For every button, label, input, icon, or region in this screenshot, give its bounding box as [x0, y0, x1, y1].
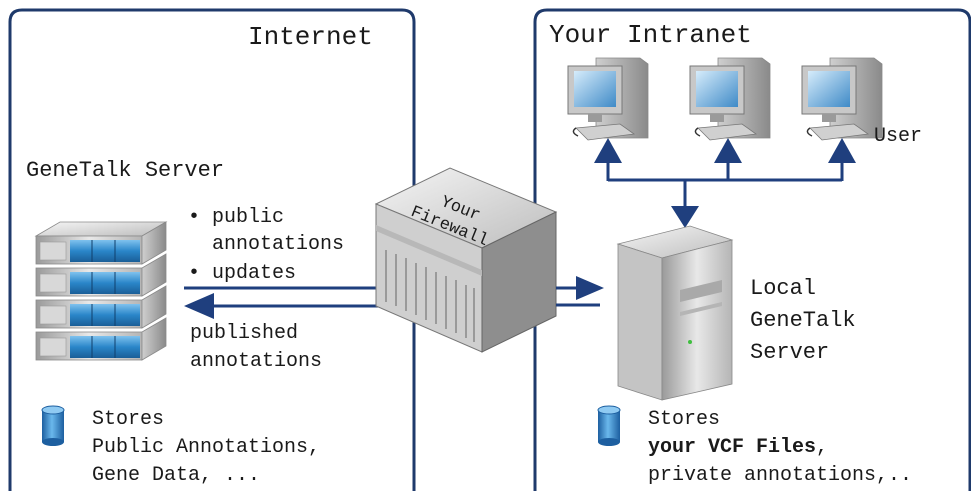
firewall-box-icon [374, 167, 558, 353]
genetalk-server-label: GeneTalk Server [26, 158, 224, 183]
database-icon [41, 405, 65, 446]
intranet-stores-title: Stores [648, 408, 720, 431]
workstation-icon [689, 57, 771, 141]
intranet-stores-line3: private annotations,.. [648, 464, 912, 487]
internet-title: Internet [248, 22, 373, 52]
intranet-stores-bold: your VCF Files [648, 436, 816, 459]
server-rack-icon [34, 221, 168, 361]
workstation-icon [801, 57, 883, 141]
intranet-stores-comma: , [816, 436, 828, 459]
bullet-annotations: annotations [212, 233, 344, 256]
local-server-label-3: Server [750, 340, 829, 365]
local-server-label-1: Local [750, 276, 816, 301]
internet-stores-line3: Gene Data, ... [92, 464, 260, 487]
tower-server-icon [616, 225, 734, 401]
intranet-stores-line2: your VCF Files, [648, 436, 828, 459]
published-label-1: published [190, 322, 298, 345]
database-icon [597, 405, 621, 446]
bullet-public: public [212, 206, 284, 229]
publish-arrow [184, 286, 388, 319]
published-label-2: annotations [190, 350, 322, 373]
bullet-dot-2: • [188, 262, 200, 285]
workstation-icon [567, 57, 649, 141]
intranet-title: Your Intranet [549, 20, 752, 50]
internet-stores-title: Stores [92, 408, 164, 431]
intranet-frame [533, 8, 971, 491]
bullet-updates: updates [212, 262, 296, 285]
internet-stores-line2: Public Annotations, [92, 436, 320, 459]
bullet-dot-1: • [188, 206, 200, 229]
user-label: User [874, 125, 922, 148]
intranet-connection-arrows [594, 138, 856, 228]
internet-frame [8, 8, 416, 491]
local-arrow [556, 276, 604, 307]
local-server-label-2: GeneTalk [750, 308, 856, 333]
